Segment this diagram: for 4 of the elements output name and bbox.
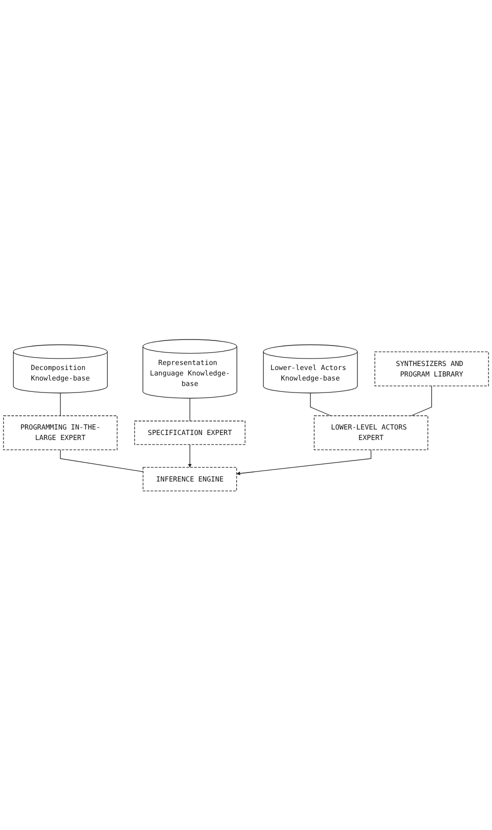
arrow — [236, 449, 372, 476]
connector — [60, 449, 144, 472]
connector — [60, 392, 61, 416]
arrow — [188, 444, 192, 468]
